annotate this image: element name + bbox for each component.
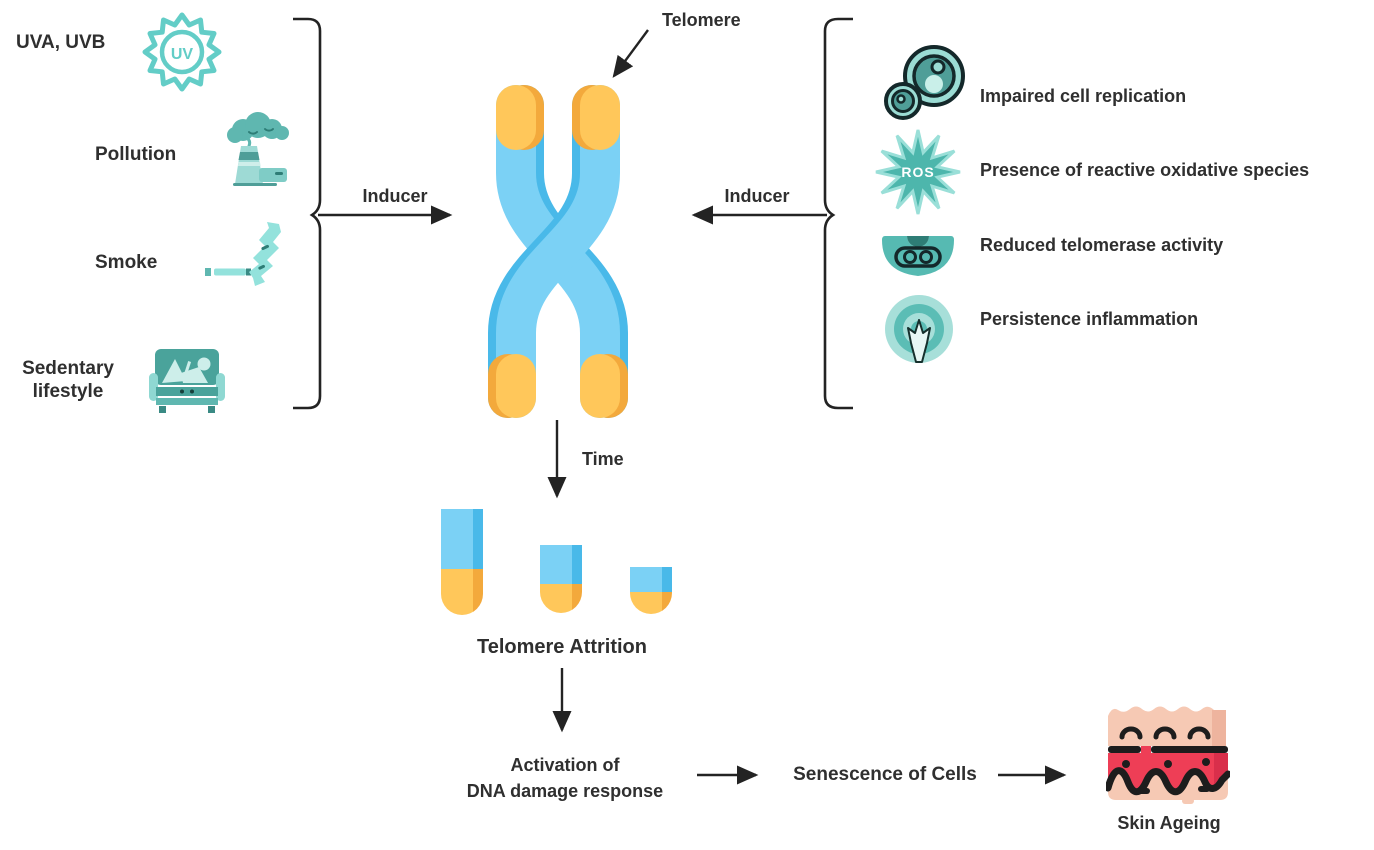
pollution-label: Pollution (95, 144, 177, 165)
reactive-species-label: Presence of reactive oxidative species (980, 160, 1310, 180)
dna-damage-label-line1: Activation of (510, 755, 620, 775)
telomere-bar-long (441, 509, 483, 615)
telomere-bar-long-tip (441, 569, 483, 615)
smoke-label: Smoke (95, 252, 158, 273)
telomerase-icon (882, 236, 954, 276)
telomere-arrow (612, 29, 649, 78)
ros-icon-text: ROS (901, 164, 934, 180)
telomere-attrition-label: Telomere Attrition (476, 636, 647, 658)
dna-damage-label-line2: DNA damage response (466, 781, 664, 801)
inflammation-icon (885, 295, 953, 363)
dna-damage-label: Activation of DNA damage response (430, 752, 700, 804)
uv-sun-icon: UV (142, 12, 222, 92)
ros-burst-icon: ROS (875, 129, 961, 215)
telomere-bar-short-blue (630, 567, 672, 592)
telomere-bar-short-tip (630, 592, 672, 614)
telomere-bar-long-blue (441, 509, 483, 569)
left-bracket (293, 17, 322, 410)
skin-ageing-icon (1106, 706, 1230, 804)
inflammation-label: Persistence inflammation (980, 309, 1199, 329)
telomere-bar-medium-tip (540, 584, 582, 613)
telomerase-activity-label: Reduced telomerase activity (980, 235, 1224, 255)
couch-icon (149, 349, 225, 413)
skin-ageing-label: Skin Ageing (1117, 813, 1221, 833)
telomere-label: Telomere (662, 10, 741, 30)
telomere-bar-short (630, 567, 672, 614)
inducer-right-label: Inducer (724, 186, 790, 206)
inducer-left-label: Inducer (362, 186, 428, 206)
right-bracket (823, 17, 853, 410)
sedentary-label-line2: lifestyle (32, 381, 104, 402)
sedentary-label: Sedentary lifestyle (6, 357, 130, 403)
factory-icon (227, 112, 289, 186)
sedentary-label-line1: Sedentary (22, 358, 114, 379)
senescence-label: Senescence of Cells (793, 764, 977, 785)
impaired-replication-label: Impaired cell replication (980, 86, 1187, 106)
chromosome-icon (488, 85, 628, 418)
telomere-bar-medium (540, 545, 582, 613)
telomere-bar-medium-blue (540, 545, 582, 584)
uva-uvb-label: UVA, UVB (16, 32, 106, 53)
cell-replication-icon (884, 45, 965, 120)
cigarette-icon (205, 222, 281, 286)
time-label: Time (582, 449, 624, 469)
uv-icon-text: UV (171, 46, 194, 63)
